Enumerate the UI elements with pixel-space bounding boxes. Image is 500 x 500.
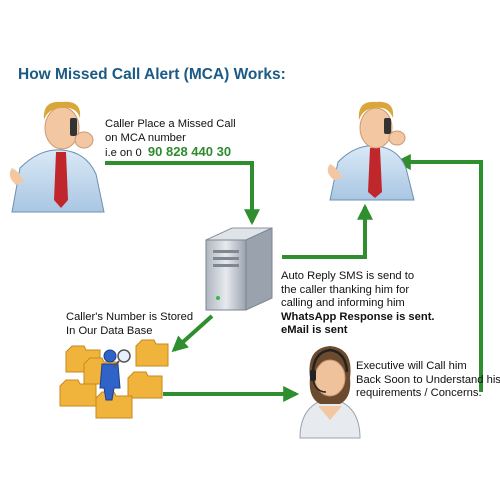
database-step-text: Caller's Number is Stored In Our Data Ba… — [66, 311, 193, 338]
auto-reply-line1: Auto Reply SMS is send to — [281, 270, 415, 282]
flow-arrows — [105, 154, 483, 402]
caller-step-line3: i.e on 0 — [105, 147, 142, 159]
page-title: How Missed Call Alert (MCA) Works: — [18, 66, 286, 83]
auto-reply-line3: calling and informing him — [281, 297, 405, 309]
auto-reply-line4: WhatsApp Response is sent. — [281, 310, 435, 323]
executive-step-text: Executive will Call him Back Soon to Und… — [356, 360, 500, 401]
database-folders-icon — [59, 339, 169, 419]
arrow-executive-to-callback — [394, 154, 483, 392]
caller-step-line1: Caller Place a Missed Call — [105, 118, 236, 130]
database-step-line1: Caller's Number is Stored — [66, 311, 194, 323]
executive-step-line2: Back Soon to Understand his — [356, 373, 500, 386]
auto-reply-line5: eMail is sent — [281, 324, 348, 336]
search-person-icon — [99, 349, 131, 401]
caller-step-text: Caller Place a Missed Call on MCA number… — [105, 118, 236, 161]
mca-phone-number: 90 828 440 30 — [147, 144, 232, 159]
server-icon — [205, 227, 273, 311]
auto-reply-step-text: Auto Reply SMS is send to the caller tha… — [281, 270, 435, 338]
executive-headset-icon — [299, 346, 361, 439]
arrow-caller-to-server — [105, 161, 260, 226]
arrow-server-to-database — [171, 314, 214, 353]
database-step-line2: In Our Data Base — [66, 324, 153, 337]
caller-person-icon — [9, 101, 105, 213]
caller-step-line2: on MCA number — [105, 131, 186, 144]
arrow-server-to-callback — [282, 203, 373, 259]
callback-person-icon — [327, 101, 415, 201]
auto-reply-line2: the caller thanking him for — [281, 283, 410, 296]
executive-step-line3: requirements / Concerns. — [356, 387, 482, 399]
executive-step-line1: Executive will Call him — [356, 360, 467, 372]
